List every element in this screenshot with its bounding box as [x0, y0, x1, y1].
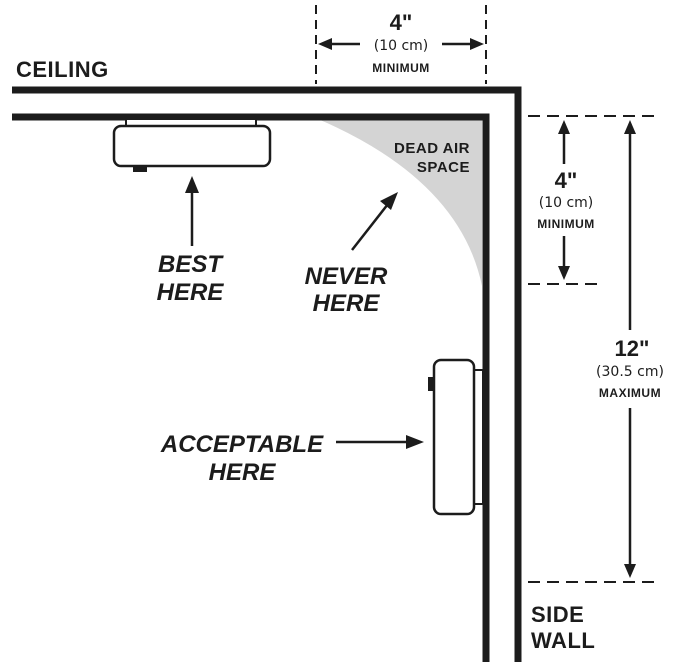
wall-smoke-detector: [428, 358, 484, 516]
dead-air-label-line1: DEAD AIR: [394, 140, 470, 157]
ceiling-clearance-dimension: 4" (10 cm) MINIMUM: [315, 5, 487, 84]
dead-air-label-line2: SPACE: [417, 159, 470, 176]
wall-max-dimension: 12" (30.5 cm) MAXIMUM: [596, 120, 664, 578]
wall-max-value: 12": [615, 336, 650, 361]
ceiling-clearance-value: 4": [390, 10, 413, 35]
dead-air-space: [318, 119, 482, 286]
acceptable-here-label-line2: HERE: [209, 459, 277, 486]
wall-max-note: MAXIMUM: [599, 386, 661, 400]
wall-min-value: 4": [555, 168, 578, 193]
acceptable-here-arrow: [336, 435, 424, 449]
ceiling-clearance-note: MINIMUM: [372, 61, 430, 75]
side-wall-label-line1: SIDE: [531, 602, 584, 627]
acceptable-here-label-line1: ACCEPTABLE: [160, 431, 324, 458]
best-here-label-line1: BEST: [158, 251, 224, 278]
best-here-arrow: [185, 176, 199, 246]
never-here-label-line2: HERE: [313, 290, 381, 317]
wall-min-metric: (10 cm): [539, 195, 594, 211]
ceiling-clearance-metric: (10 cm): [374, 38, 429, 54]
ceiling-smoke-detector: [112, 118, 272, 172]
wall-min-dimension: 4" (10 cm) MINIMUM: [537, 120, 595, 280]
ceiling-wall-outer-line: [12, 86, 522, 662]
ceiling-wall-inner-line: [12, 113, 490, 662]
ceiling-label: CEILING: [16, 57, 109, 82]
wall-min-note: MINIMUM: [537, 217, 595, 231]
never-here-label-line1: NEVER: [305, 263, 388, 290]
side-wall-label-line2: WALL: [531, 628, 595, 653]
wall-max-metric: (30.5 cm): [596, 364, 664, 380]
never-here-arrow: [351, 192, 398, 251]
wall-guide-lines: [528, 115, 658, 583]
best-here-label-line2: HERE: [157, 279, 225, 306]
